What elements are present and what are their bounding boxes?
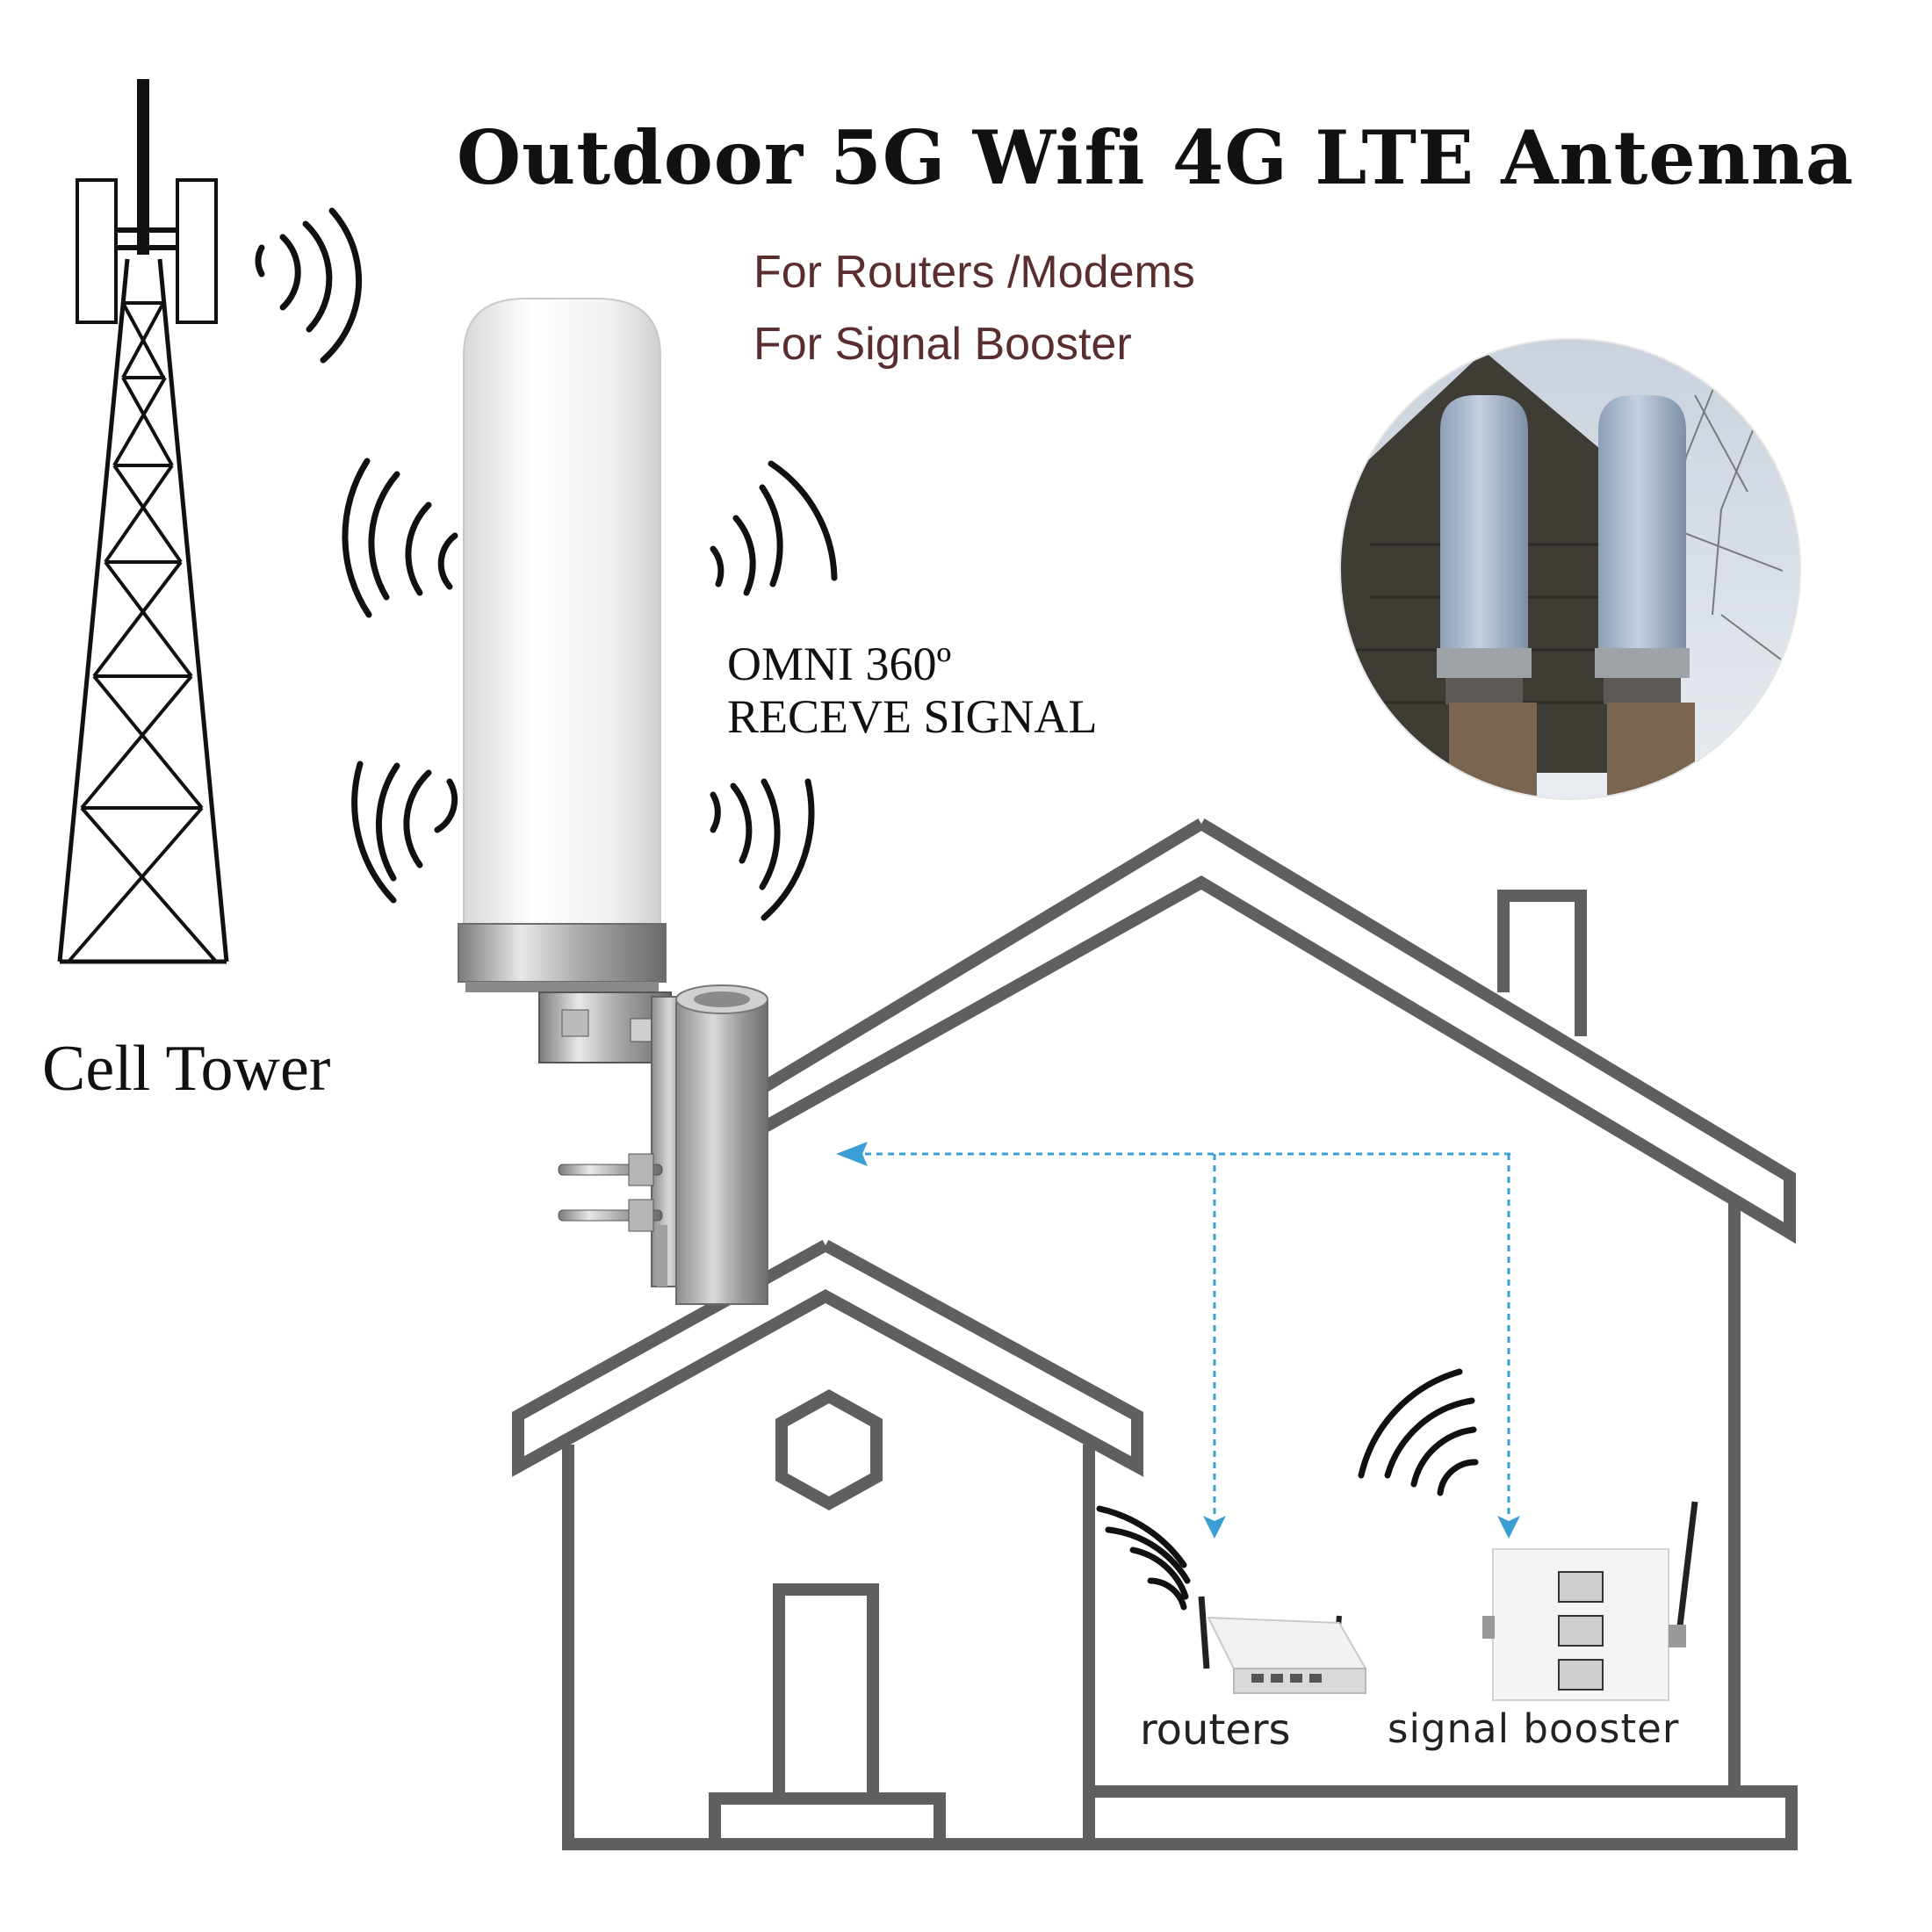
signal-booster-label: signal booster (1388, 1705, 1680, 1752)
omni-label-line-2: RECEVE SIGNAL (727, 690, 1098, 743)
routers-label: routers (1140, 1705, 1291, 1755)
router-icon (1198, 1596, 1367, 1694)
signal-booster-icon (1482, 1501, 1698, 1701)
photo-inset-border (1339, 338, 1801, 800)
omni-label-line-1: OMNI 360º (727, 638, 952, 690)
arrow-heads (836, 1142, 1520, 1539)
photo-inset (1340, 339, 1800, 799)
cell-tower-icon (57, 79, 229, 964)
subtitle-line-booster: For Signal Booster (753, 319, 1132, 370)
wifi-wave-icon (1358, 1368, 1479, 1496)
signal-path-arrows (865, 1152, 1510, 1519)
cell-tower-label: Cell Tower (42, 1033, 331, 1105)
subtitle-line-routers: For Routers /Modems (753, 247, 1195, 298)
wifi-wave-icon (342, 458, 838, 921)
wifi-wave-icon (1096, 1505, 1191, 1611)
page-title: Outdoor 5G Wifi 4G LTE Antenna (457, 114, 1855, 201)
wifi-wave-icon (255, 207, 363, 364)
house-icon (512, 818, 1798, 1850)
antenna-icon (458, 298, 768, 1305)
